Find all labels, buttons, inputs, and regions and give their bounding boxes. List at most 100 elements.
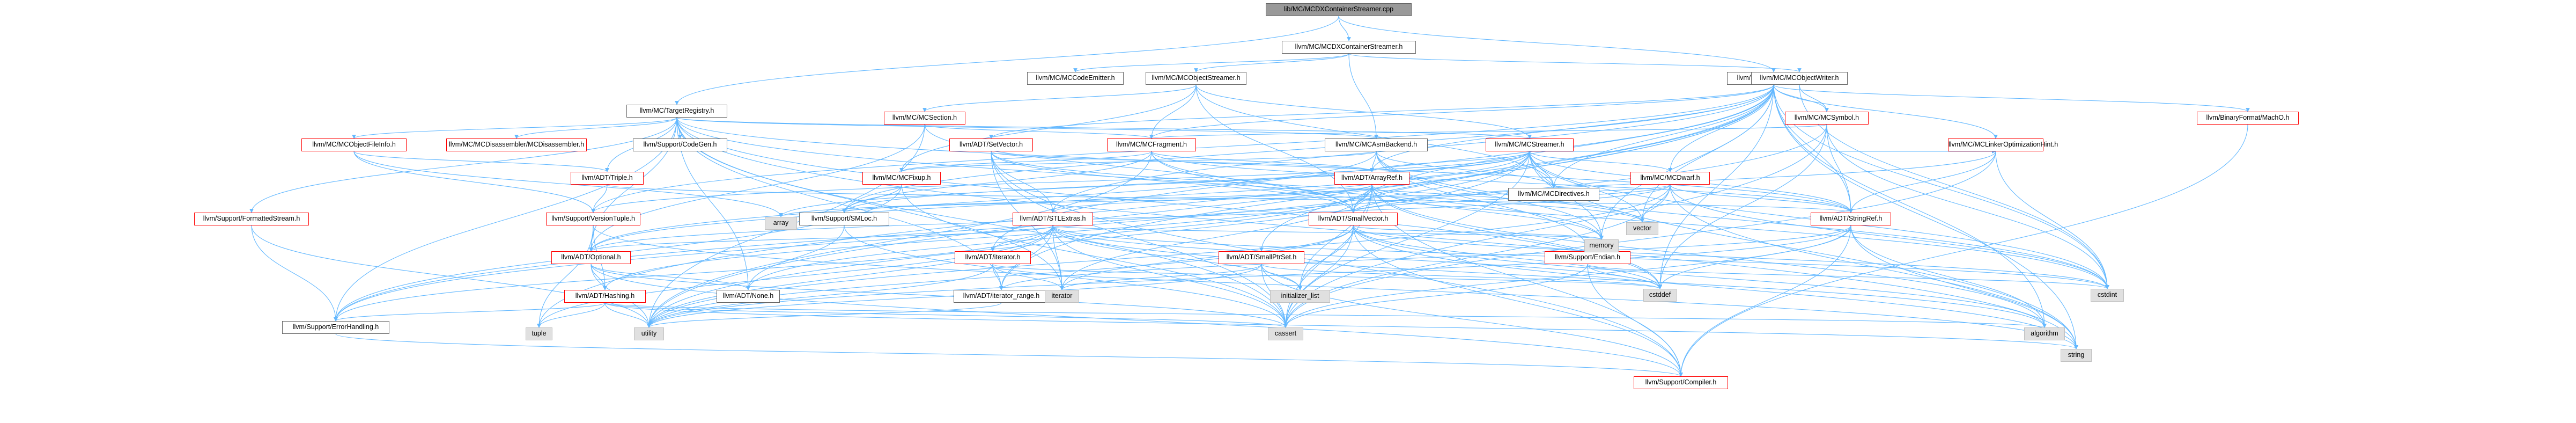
edge-dwarf-to-cstdint bbox=[1670, 184, 2109, 289]
edge-sym-to-cassert bbox=[1283, 124, 1827, 328]
edge-stlextras-to-iterator bbox=[991, 225, 1053, 252]
edge-stringref-to-utility bbox=[647, 225, 1851, 328]
graph-node-iterator[interactable]: llvm/ADT/iterator.h bbox=[955, 251, 1031, 264]
edge-dwarf-to-stringref bbox=[1670, 184, 1853, 213]
edge-ofi-to-triple bbox=[353, 151, 609, 172]
graph-node-stringref[interactable]: llvm/ADT/StringRef.h bbox=[1811, 213, 1891, 225]
graph-node-setv[interactable]: llvm/ADT/SetVector.h bbox=[949, 138, 1033, 151]
edge-iterator-to-iteratorstd bbox=[992, 264, 1064, 290]
edge-arrayref-to-iteratorstd bbox=[1060, 184, 1372, 290]
graph-node-directives[interactable]: llvm/MC/MCDirectives.h bbox=[1508, 188, 1599, 201]
graph-node-compiler[interactable]: llvm/Support/Compiler.h bbox=[1634, 376, 1728, 389]
edge-asmb-to-cstdint bbox=[1376, 151, 2109, 289]
edge-stlextras-to-errh bbox=[334, 225, 1053, 322]
graph-node-stlextras[interactable]: llvm/ADT/STLExtras.h bbox=[1013, 213, 1093, 225]
graph-node-smallvec[interactable]: llvm/ADT/SmallVector.h bbox=[1309, 213, 1398, 225]
graph-node-macho[interactable]: llvm/BinaryFormat/MachO.h bbox=[2197, 112, 2299, 125]
edge-treg-to-asmb bbox=[676, 117, 1378, 139]
graph-node-sym[interactable]: llvm/MC/MCSymbol.h bbox=[1785, 112, 1869, 125]
graph-node-fstream[interactable]: llvm/Support/FormattedStream.h bbox=[194, 213, 309, 225]
graph-node-fixup[interactable]: llvm/MC/MCFixup.h bbox=[862, 172, 941, 185]
edge-frag-to-smloc bbox=[842, 151, 1152, 213]
graph-node-asmb[interactable]: llvm/MC/MCAsmBackend.h bbox=[1325, 138, 1428, 151]
edge-stlextras-to-algorithm bbox=[1052, 225, 2047, 328]
edge-asm-to-frag bbox=[1149, 84, 1774, 139]
edge-stringref-to-cstddef bbox=[1658, 225, 1851, 289]
graph-node-vtuple[interactable]: llvm/Support/VersionTuple.h bbox=[546, 213, 640, 225]
edge-owr-to-sym bbox=[1799, 84, 1829, 112]
edge-hashing-to-cassert bbox=[604, 302, 1288, 328]
graph-node-ostr[interactable]: llvm/MC/MCObjectStreamer.h bbox=[1146, 72, 1246, 85]
edge-arrayref-to-initlist bbox=[1298, 184, 1372, 290]
edge-sym-to-frag bbox=[1149, 124, 1827, 139]
graph-node-frag[interactable]: llvm/MC/MCFragment.h bbox=[1107, 138, 1196, 151]
edge-endian-to-cassert bbox=[1283, 264, 1588, 328]
edge-optional-to-cassert bbox=[591, 264, 1288, 328]
graph-node-cemit[interactable]: llvm/MC/MCCodeEmitter.h bbox=[1027, 72, 1124, 85]
edge-asmb-to-endian bbox=[1376, 151, 1590, 252]
edge-streamer-to-smloc bbox=[842, 151, 1530, 213]
edge-streamer-to-smallvec bbox=[1351, 151, 1530, 213]
edge-smallptrset-to-initlist bbox=[1261, 264, 1302, 290]
edge-hashing-to-string bbox=[604, 302, 2078, 349]
edge-asmb-to-optional bbox=[589, 151, 1377, 252]
edge-asm-to-smallptrset bbox=[1259, 84, 1774, 252]
edge-stringref-to-string bbox=[1850, 225, 2078, 349]
graph-node-memory: memory bbox=[1584, 239, 1619, 252]
edge-smallvec-to-cstdint bbox=[1353, 225, 2109, 289]
edge-sym-to-stringref bbox=[1826, 124, 1853, 213]
edge-linker-to-cstdint bbox=[1995, 151, 2109, 289]
edge-dwarf-to-optional bbox=[589, 184, 1671, 252]
graph-node-smallptrset[interactable]: llvm/ADT/SmallPtrSet.h bbox=[1219, 251, 1304, 264]
edge-sect-to-frag bbox=[924, 124, 1154, 139]
graph-node-iterrange[interactable]: llvm/ADT/iterator_range.h bbox=[954, 290, 1049, 303]
edge-stringref-to-iterrange bbox=[999, 225, 1851, 290]
edge-streamer-to-arrayref bbox=[1370, 151, 1530, 172]
edge-dwarf-to-vector bbox=[1640, 184, 1671, 223]
graph-node-streamer[interactable]: llvm/MC/MCStreamer.h bbox=[1486, 138, 1574, 151]
graph-node-sect[interactable]: llvm/MC/MCSection.h bbox=[884, 112, 965, 125]
graph-node-treg[interactable]: llvm/MC/TargetRegistry.h bbox=[626, 105, 727, 118]
graph-node-ofi[interactable]: llvm/MC/MCObjectFileInfo.h bbox=[301, 138, 407, 151]
graph-node-errh[interactable]: llvm/Support/ErrorHandling.h bbox=[282, 321, 389, 334]
edge-asm-to-tuple bbox=[537, 84, 1774, 328]
edge-smloc-to-cassert bbox=[844, 225, 1288, 328]
edge-sym-to-cstddef bbox=[1658, 124, 1827, 289]
graph-node-optional[interactable]: llvm/ADT/Optional.h bbox=[551, 251, 631, 264]
graph-node-owr[interactable]: llvm/MC/MCObjectWriter.h bbox=[1751, 72, 1848, 85]
edge-smallvec-to-compiler bbox=[1353, 225, 1683, 377]
graph-node-smloc[interactable]: llvm/Support/SMLoc.h bbox=[799, 213, 889, 225]
edge-ofi-to-array bbox=[353, 151, 783, 217]
edge-treg-to-memory bbox=[676, 117, 1604, 240]
edge-smallvec-to-memory bbox=[1353, 225, 1604, 240]
graph-node-triple[interactable]: llvm/ADT/Triple.h bbox=[571, 172, 644, 185]
edge-iterrange-to-utility bbox=[647, 302, 1002, 328]
graph-node-arrayref[interactable]: llvm/ADT/ArrayRef.h bbox=[1334, 172, 1409, 185]
edge-sect-to-optional bbox=[589, 124, 925, 252]
graph-node-dwarf[interactable]: llvm/MC/MCDwarf.h bbox=[1630, 172, 1710, 185]
edge-treg-to-streamer bbox=[676, 117, 1532, 139]
edge-arrayref-to-hashing bbox=[603, 184, 1372, 290]
edge-arrayref-to-vector bbox=[1371, 184, 1644, 223]
edge-dwarf-to-utility bbox=[647, 184, 1671, 328]
edge-errh-to-compiler bbox=[335, 333, 1683, 377]
edge-smallptrset-to-iteratorstd bbox=[1060, 264, 1262, 290]
edge-stlextras-to-initlist bbox=[1052, 225, 1302, 290]
graph-node-algorithm: algorithm bbox=[2024, 327, 2065, 340]
graph-node-cgen[interactable]: llvm/Support/CodeGen.h bbox=[633, 138, 727, 151]
graph-node-disas[interactable]: llvm/MC/MCDisassembler/MCDisassembler.h bbox=[446, 138, 587, 151]
graph-node-hashing[interactable]: llvm/ADT/Hashing.h bbox=[564, 290, 646, 303]
graph-node-dxcs[interactable]: llvm/MC/MCDXContainerStreamer.h bbox=[1282, 41, 1416, 54]
edge-fstream-to-errh bbox=[251, 225, 338, 322]
graph-node-endian[interactable]: llvm/Support/Endian.h bbox=[1545, 251, 1630, 264]
edge-root-to-dxcs bbox=[1338, 16, 1351, 41]
graph-node-linker[interactable]: llvm/MC/MCLinkerOptimizationHint.h bbox=[1948, 138, 2058, 151]
edge-frag-to-fixup bbox=[899, 151, 1152, 172]
edge-ostr-to-smallvec bbox=[1195, 84, 1355, 213]
edge-treg-to-stringref bbox=[676, 117, 1853, 213]
edge-frag-to-arrayref bbox=[1151, 151, 1374, 172]
edge-dxcs-to-asmb bbox=[1348, 53, 1378, 139]
edge-ostr-to-sect bbox=[922, 84, 1197, 112]
graph-node-none[interactable]: llvm/ADT/None.h bbox=[717, 290, 780, 303]
edge-smloc-to-none bbox=[746, 225, 845, 290]
